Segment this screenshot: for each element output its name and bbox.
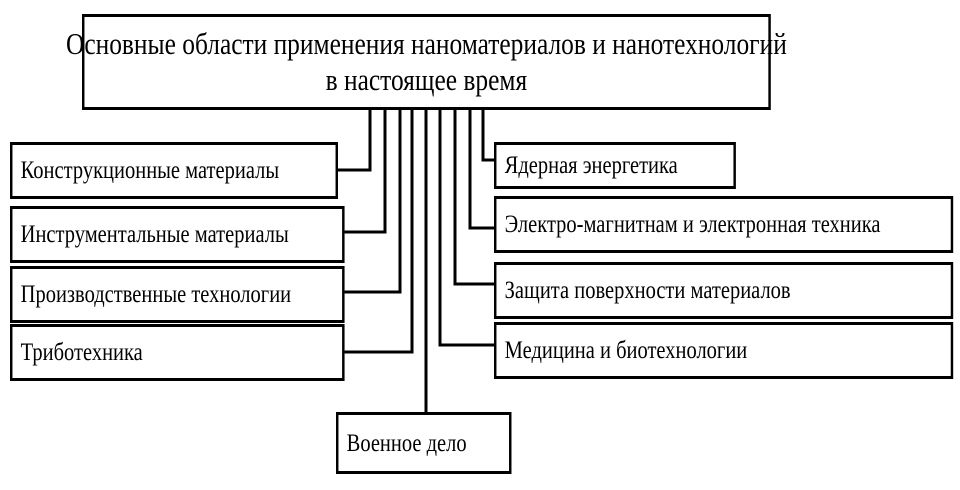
node-label: Электро-магнитнам и электронная техника xyxy=(504,211,881,238)
node-label: Военное дело xyxy=(346,429,467,457)
connector-medicine xyxy=(438,108,496,347)
connector-nuclear xyxy=(481,108,496,162)
node-structural-materials: Конструкционные материалы xyxy=(10,142,338,199)
connector-electro xyxy=(468,108,496,230)
node-label: Ядерная энергетика xyxy=(504,152,678,179)
node-tool-materials: Инструментальные материалы xyxy=(10,206,345,263)
node-electromagnetic-electronics: Электро-магнитнам и электронная техника xyxy=(494,196,954,253)
connector-surface xyxy=(453,108,496,286)
node-tribotechnics: Триботехника xyxy=(10,324,345,381)
node-label: Триботехника xyxy=(20,339,143,366)
node-label: Производственные технологии xyxy=(20,281,292,308)
node-production-technologies: Производственные технологии xyxy=(10,266,345,323)
node-nuclear-energy: Ядерная энергетика xyxy=(494,142,736,189)
root-title-line2: в настоящее время xyxy=(325,62,528,97)
node-military: Военное дело xyxy=(336,412,512,474)
connector-tribo xyxy=(340,108,414,354)
node-medicine-biotech: Медицина и биотехнологии xyxy=(494,322,954,379)
root-node: Основные области применения наноматериал… xyxy=(66,14,787,110)
node-surface-protection: Защита поверхности материалов xyxy=(494,262,954,319)
node-label: Конструкционные материалы xyxy=(20,157,280,184)
node-label: Медицина и биотехнологии xyxy=(504,337,748,364)
node-label: Защита поверхности материалов xyxy=(504,277,791,304)
node-label: Инструментальные материалы xyxy=(20,221,289,248)
connector-instr xyxy=(340,108,387,234)
connector-prod xyxy=(340,108,402,294)
root-title-line1: Основные области применения наноматериал… xyxy=(65,26,787,62)
connector-constr xyxy=(332,108,372,172)
